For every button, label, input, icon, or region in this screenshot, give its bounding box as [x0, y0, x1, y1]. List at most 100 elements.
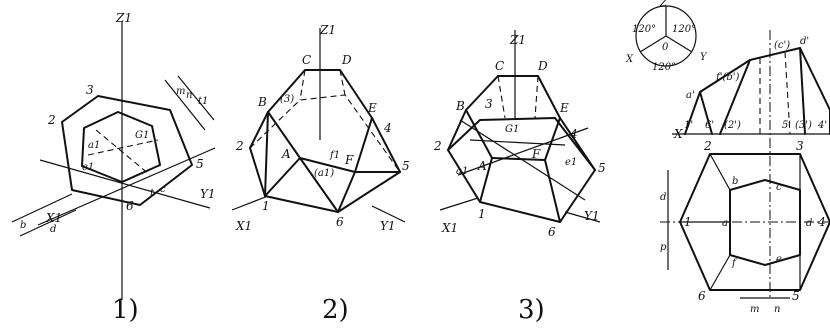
fig3-label-3: 3	[485, 97, 493, 111]
fig1-label-t1: t1	[198, 96, 208, 107]
fig2-label-C: C	[302, 53, 311, 67]
fig4-label-f-b-prime: f'(b')	[715, 72, 740, 83]
fig4-label-4-prime: 4'	[817, 120, 827, 131]
fig3-label-g1: G1	[505, 124, 519, 135]
axes-angle-bottom: 120°	[652, 62, 676, 73]
fig4-plan-label-e: e	[776, 254, 782, 265]
figure-4: 120° 120° 120° 0 Z X Y X (c') d' a' f'(b…	[625, 0, 830, 315]
fig2-label-F: F	[344, 153, 354, 167]
fig3-label-a1: a1	[456, 166, 468, 177]
axes-label-x: X	[625, 54, 634, 65]
fig4-label-5-prime: 5'	[782, 120, 791, 131]
fig4-front-view	[684, 47, 830, 135]
fig1-label-y1: Y1	[200, 187, 216, 201]
fig2-label-5: 5	[402, 159, 410, 173]
fig1-label-g1: G1	[135, 130, 149, 141]
axes-angle-top-right: 120°	[672, 24, 696, 35]
fig2-label-f1: f1	[329, 150, 340, 161]
fig1-label-d: d	[50, 224, 56, 235]
fig2-label-2: 2	[235, 139, 244, 153]
fig1-caption: 1)	[112, 295, 139, 325]
axes-label-z: Z	[659, 0, 668, 9]
fig1-label-c: c	[160, 184, 166, 195]
figure-2: Z1 X1 Y1 C D B E A F 1 2 4 5 6 (3) (a1) …	[231, 23, 410, 325]
fig4-plan-label-f: f	[731, 258, 738, 269]
fig4-label-2-prime: (2')	[724, 120, 741, 131]
fig4-plan-label-2: 2	[703, 139, 712, 153]
fig3-label-D: D	[537, 59, 548, 73]
fig2-base	[249, 147, 401, 213]
fig1-label-2: 2	[47, 113, 56, 127]
fig3-label-2: 2	[433, 139, 442, 153]
fig4-label-c-prime: (c')	[774, 40, 790, 51]
fig4-label-axis-x: X	[673, 127, 683, 141]
fig4-plan-label-3: 3	[796, 139, 804, 153]
fig3-label-E: E	[559, 101, 569, 115]
fig4-label-1-prime: 1'	[684, 120, 693, 131]
fig1-outer-hexagon	[61, 95, 193, 206]
fig3-label-y1: Y1	[584, 209, 600, 223]
fig4-plan-label-d: d	[806, 218, 812, 229]
fig2-label-a1-hidden: (a1)	[314, 168, 334, 179]
fig1-label-a1: a1	[88, 140, 100, 151]
fig4-plan-label-1: 1	[684, 215, 692, 229]
fig1-label-z1: Z1	[115, 11, 132, 25]
fig2-caption: 2)	[322, 295, 349, 325]
fig3-label-x1: X1	[441, 221, 458, 235]
fig1-label-b: b	[20, 220, 26, 231]
fig1-inner-hexagon	[81, 111, 161, 183]
figure-3: Z1 X1 Y1 C D B E A F 1 2 3 4 5 6 G1 a1 e…	[433, 30, 606, 325]
fig3-label-F: F	[531, 147, 541, 161]
fig1-label-x1: X1	[45, 211, 62, 225]
fig4-plan-label-4: 4	[817, 215, 826, 229]
fig2-label-1: 1	[262, 199, 270, 213]
isometric-axes-icon: 120° 120° 120° 0 Z X Y	[625, 0, 708, 73]
fig3-label-B: B	[455, 99, 465, 113]
fig3-label-6: 6	[548, 225, 556, 239]
fig3-caption: 3)	[518, 295, 545, 325]
fig1-label-n: n	[186, 90, 192, 101]
fig4-plan-label-5: 5	[792, 289, 800, 303]
fig1-label-5: 5	[196, 157, 204, 171]
fig2-label-B: B	[257, 95, 267, 109]
fig1-label-e1: e1	[82, 162, 94, 173]
fig2-label-6: 6	[336, 215, 344, 229]
fig4-dim-n: n	[774, 304, 780, 315]
fig1-label-6: 6	[126, 199, 134, 213]
fig2-label-z1: Z1	[319, 23, 336, 37]
fig2-label-4: 4	[383, 121, 392, 135]
fig1-label-t: t	[150, 188, 155, 199]
fig2-label-A: A	[281, 147, 291, 161]
fig3-label-4: 4	[569, 127, 578, 141]
fig4-label-6-prime: 6'	[705, 120, 714, 131]
fig3-label-z1: Z1	[509, 33, 526, 47]
fig3-label-1: 1	[478, 207, 486, 221]
fig4-label-d-prime: d'	[800, 36, 809, 47]
fig3-label-5: 5	[598, 161, 606, 175]
axes-label-y: Y	[700, 52, 708, 63]
fig4-dim-d: d	[660, 192, 666, 203]
figure-1: Z1 X1 Y1 3 2 5 6 G1 a1 e1 t1 d b c m n t…	[11, 11, 216, 325]
fig1-label-m: m	[176, 86, 185, 97]
fig2-label-E: E	[367, 101, 377, 115]
fig4-plan-label-a: a	[722, 218, 728, 229]
fig2-label-y1: Y1	[380, 219, 396, 233]
axes-angle-top-left: 120°	[632, 24, 656, 35]
fig3-label-A: A	[477, 159, 487, 173]
fig4-dim-m: m	[750, 304, 759, 315]
fig3-label-e1: e1	[565, 157, 577, 168]
fig4-plan-label-c: c	[776, 182, 782, 193]
fig4-dim-p: p	[660, 242, 667, 253]
fig4-label-3-prime: (3')	[795, 120, 812, 131]
fig4-plan-label-6: 6	[698, 289, 706, 303]
fig2-label-D: D	[341, 53, 352, 67]
fig2-label-x1: X1	[235, 219, 252, 233]
fig2-label-3-hidden: (3)	[280, 94, 294, 105]
fig4-plan-label-b: b	[732, 176, 738, 187]
axes-origin: 0	[662, 42, 669, 53]
fig1-axis-x	[37, 147, 216, 226]
fig4-label-a-prime: a'	[686, 90, 695, 101]
fig3-label-C: C	[495, 59, 504, 73]
fig1-label-3: 3	[86, 83, 94, 97]
